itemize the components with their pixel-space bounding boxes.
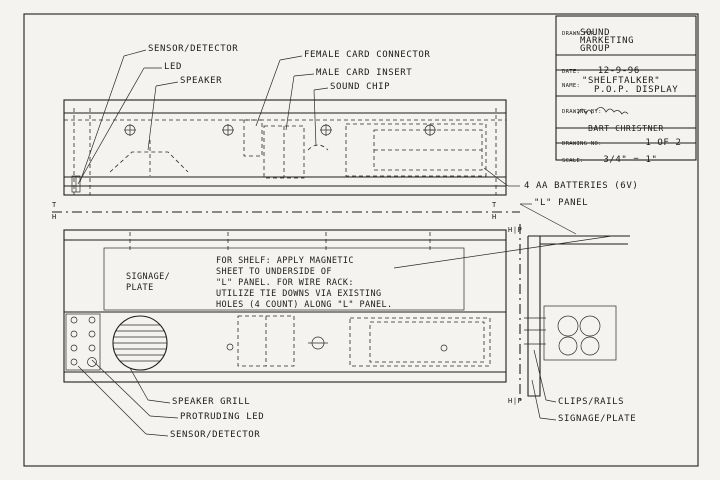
side-view: [519, 224, 630, 400]
mounting-hole: [320, 124, 332, 136]
section-mark-t-left: T: [52, 201, 57, 209]
callout-male-card-insert: MALE CARD INSERT: [316, 68, 413, 78]
sheet-border: [23, 13, 699, 467]
callout-sensor-detector-bottom: SENSOR/DETECTOR: [170, 430, 261, 440]
name-label: NAME:: [562, 83, 581, 89]
name-value: "SHELFTALKER" P.O.P. DISPLAY: [582, 76, 679, 95]
front-view: [63, 229, 507, 383]
callout-sensor-detector-top: SENSOR/DETECTOR: [148, 44, 239, 54]
mounting-note: FOR SHELF: APPLY MAGNETIC SHEET TO UNDER…: [216, 256, 393, 310]
callout-protruding-led: PROTRUDING LED: [180, 412, 265, 422]
led-sensor-array: [65, 313, 101, 371]
section-mark-hp-top: H|P: [508, 226, 523, 234]
callout-signage-plate-front: SIGNAGE/ PLATE: [126, 272, 171, 293]
signage-plate-outline: [103, 247, 465, 311]
callout-clips-rails: CLIPS/RAILS: [558, 397, 625, 407]
callout-l-panel: "L" PANEL: [534, 198, 589, 208]
section-mark-h-right: H: [492, 213, 497, 221]
mounting-hole: [222, 124, 234, 136]
mounting-hole-front: [226, 343, 234, 351]
title-block-frame: [555, 15, 697, 161]
female-card-connector-outline: [243, 119, 263, 157]
signature: [577, 107, 629, 115]
callout-batteries: 4 AA BATTERIES (6V): [524, 181, 639, 191]
battery-pack-front: [349, 317, 491, 367]
speaker-outline: [109, 151, 189, 173]
drawn-for-label: DRAWN FOR:: [562, 31, 599, 37]
date-field: DATE: 12-9-96: [562, 66, 640, 76]
leader-lines: [77, 49, 613, 437]
scale-field: SCALE: 3/4" = 1": [562, 155, 658, 165]
callout-led: LED: [164, 62, 183, 72]
callout-female-card-connector: FEMALE CARD CONNECTOR: [304, 50, 431, 60]
section-mark-t-right: T: [492, 201, 497, 209]
top-view: [63, 99, 507, 196]
date-value: 12-9-96: [597, 66, 640, 76]
drawing-by-value: BART CHRISTNER: [588, 124, 664, 133]
callout-speaker: SPEAKER: [180, 76, 223, 86]
battery-pack-outline: [345, 123, 487, 177]
callout-speaker-grill: SPEAKER GRILL: [172, 397, 251, 407]
side-components: [543, 305, 617, 361]
callout-signage-plate-side: SIGNAGE/PLATE: [558, 414, 637, 424]
sound-chip-outline: [307, 144, 329, 151]
speaker-grill: [112, 315, 168, 371]
drawing-no-value: 1 OF 2: [645, 138, 682, 148]
drawing-no-field: DRAWING NO: 1 OF 2: [562, 138, 682, 148]
mounting-hole: [124, 124, 136, 136]
callout-sound-chip: SOUND CHIP: [330, 82, 391, 92]
section-mark-h-left: H: [52, 213, 57, 221]
drawn-for-value: SOUND MARKETING GROUP: [580, 28, 635, 54]
drawing-by-label: DRAWING BY:: [562, 109, 602, 115]
scale-value: 3/4" = 1": [603, 155, 658, 165]
section-mark-hp-bottom: H|P: [508, 397, 523, 405]
